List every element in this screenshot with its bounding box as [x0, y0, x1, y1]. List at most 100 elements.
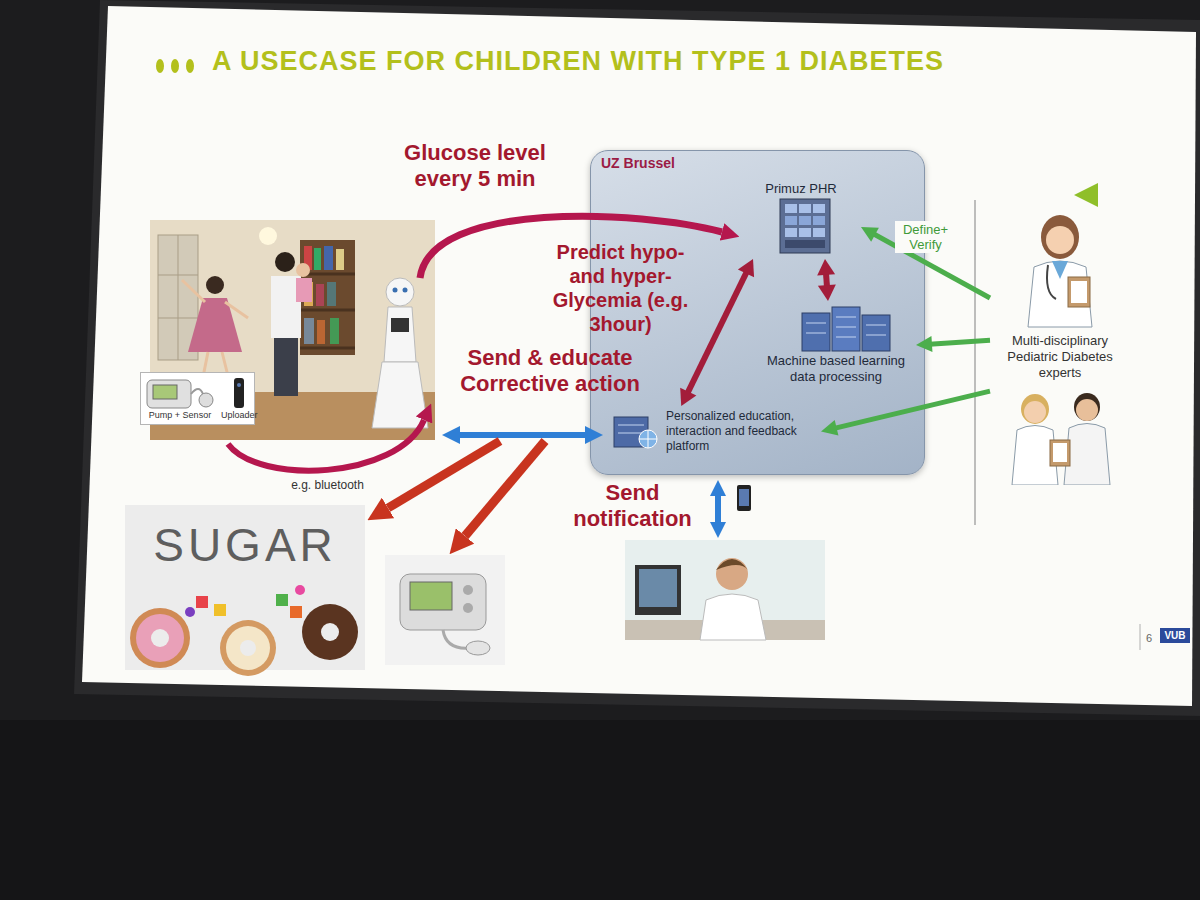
arrow-head [680, 388, 696, 406]
phone-icon [739, 489, 749, 506]
parent-photo [625, 540, 825, 640]
family-photo [386, 278, 414, 306]
doctor-clipart [990, 207, 1130, 329]
server-cluster-icon [836, 337, 856, 338]
connector [916, 336, 990, 352]
connector [680, 259, 754, 406]
sugar-arrow [388, 441, 500, 508]
server-cluster-icon [802, 313, 830, 351]
server-cluster-icon [806, 333, 826, 334]
parent-photo [700, 594, 766, 640]
doctor-clipart [1068, 277, 1090, 307]
experts-clipart [1021, 394, 1049, 424]
platform-label: Personalized education, interaction and … [666, 409, 817, 454]
platform-icon [610, 413, 660, 451]
experts-clipart [990, 385, 1130, 485]
page-number: 6 [1146, 632, 1158, 644]
parent-photo [639, 569, 677, 607]
family-photo [330, 318, 339, 344]
arrow-head [916, 336, 932, 352]
sugar-photo [130, 608, 190, 668]
server-cluster-icon [836, 317, 856, 318]
flow-label: Send notification [560, 480, 705, 532]
sugar-photo [276, 594, 288, 606]
experts-clipart [990, 385, 1130, 485]
server-box: Primuz PHR [741, 179, 861, 259]
doctor-clipart [1047, 265, 1056, 299]
pump-photo [410, 582, 452, 610]
server-cluster-icon [866, 325, 886, 326]
connector [861, 227, 990, 298]
arrow-head [738, 259, 754, 277]
logo-mark: VUB [1160, 628, 1190, 643]
sugar-photo [226, 626, 270, 670]
server-label: Machine based learning data processing [760, 353, 912, 385]
sugar-photo [220, 620, 276, 676]
server-icon [785, 216, 797, 225]
sugar-photo [240, 640, 256, 656]
family-photo [158, 275, 198, 276]
sugar-photo [302, 604, 358, 660]
server-cluster-icon [760, 303, 910, 353]
family-photo [403, 288, 408, 293]
insulin-arrow [465, 441, 545, 536]
server-icon [785, 240, 825, 248]
parent-photo [716, 559, 748, 570]
arrow-head [817, 259, 835, 276]
family-photo [274, 338, 298, 396]
server-icon [799, 216, 811, 225]
family-photo [314, 248, 321, 270]
family-photo [393, 288, 398, 293]
server-icon [813, 204, 825, 213]
family-photo [384, 307, 416, 362]
platform-icon [639, 430, 657, 448]
experts-clipart [1064, 424, 1110, 486]
platform-icon [618, 432, 644, 433]
server-icon [799, 204, 811, 213]
experts-clipart [1024, 401, 1046, 423]
server-icon [785, 204, 797, 213]
family-photo [296, 278, 312, 302]
platform-icon [618, 424, 644, 425]
stage-floor [0, 720, 1200, 900]
server-cluster-icon [760, 303, 910, 353]
platform-icon [610, 413, 660, 451]
title-dots [171, 59, 179, 73]
hospital-region: UZ BrusselPrimuz PHRMachine based learni… [590, 150, 925, 475]
pump-icon [145, 376, 215, 410]
connector-label: Define+ Verify [895, 221, 957, 253]
family-photo [304, 318, 314, 344]
parent-photo [716, 558, 748, 590]
experts-clipart [1050, 440, 1070, 466]
server-box: Machine based learning data processing [756, 301, 916, 389]
glucose-arrow [420, 216, 722, 278]
doctor-clipart [1071, 281, 1087, 303]
educate-arrow [460, 432, 585, 438]
family-photo [206, 276, 224, 294]
flow-label: Send & educate Corrective action [440, 345, 660, 397]
pump-photo [385, 555, 505, 665]
connector-line [834, 391, 990, 428]
experts-clipart [1074, 393, 1100, 421]
arrow-head [818, 284, 836, 301]
divider-line [974, 200, 976, 525]
pump-icon [191, 389, 203, 394]
device-label: Uploader [221, 410, 258, 421]
family-photo [372, 362, 428, 428]
server-icon [813, 228, 825, 237]
family-photo [300, 309, 355, 312]
screen-frame [74, 0, 1200, 716]
doctor-clipart [1028, 261, 1092, 327]
connector [817, 259, 836, 301]
uploader-icon [234, 378, 244, 408]
family-photo [158, 318, 198, 319]
pump-icon [199, 393, 213, 407]
sugar-photo [290, 606, 302, 618]
family-photo [275, 252, 295, 272]
server-cluster-icon [806, 323, 826, 324]
